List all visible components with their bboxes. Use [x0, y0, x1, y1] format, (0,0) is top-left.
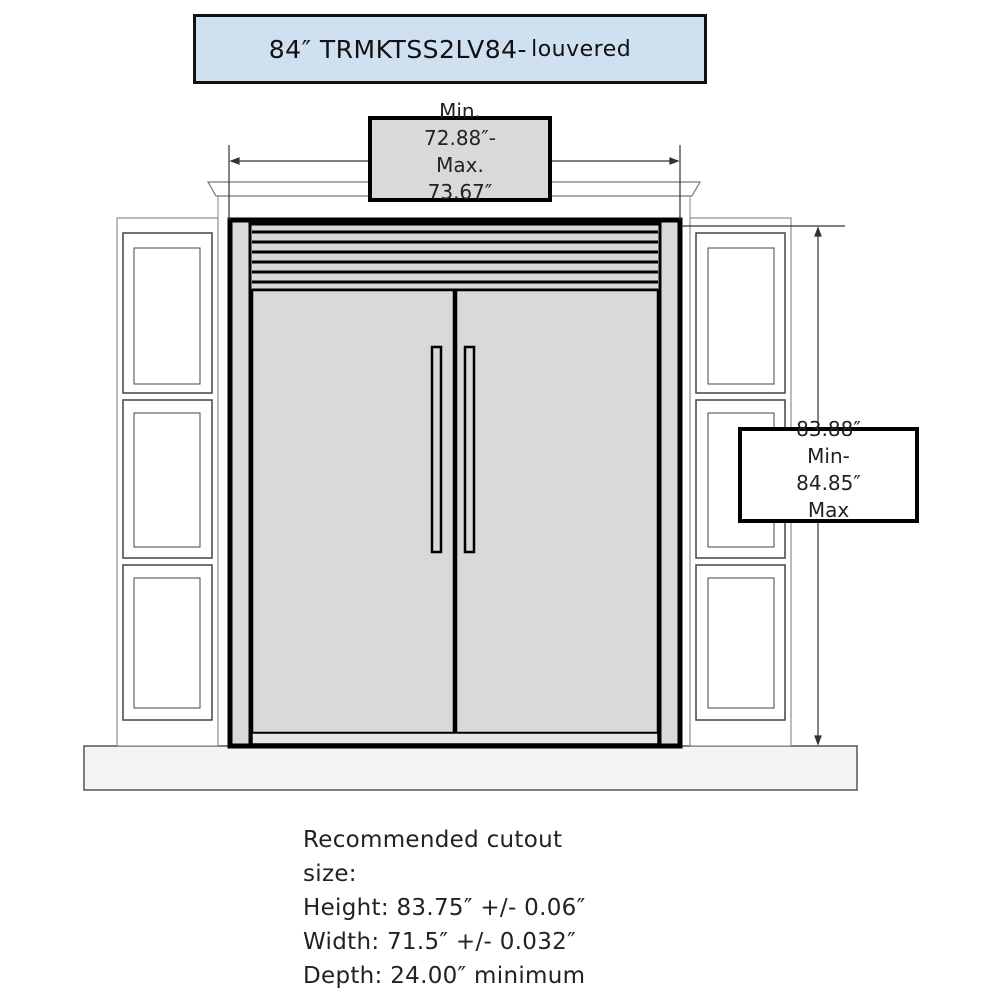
left-door: [250, 288, 456, 735]
cutout-width: Width: 71.5″ +/- 0.032″: [303, 929, 576, 955]
kick-plate: [251, 732, 659, 745]
height-line: Max: [807, 498, 850, 522]
width-line: 73.67″: [427, 180, 493, 204]
cutout-height: Height: 83.75″ +/- 0.06″: [303, 895, 586, 921]
left-door-handle: [430, 345, 443, 554]
model-variant: louvered: [531, 36, 632, 62]
width-dimension-box: [368, 116, 552, 202]
base-platform: [83, 745, 858, 791]
height-line: 84.85″: [796, 471, 861, 495]
height-dimension-line: [682, 225, 845, 746]
cutout-depth: Depth: 24.00″ minimum: [303, 963, 586, 989]
height-dimension-box: [738, 427, 919, 523]
model-number: 84″ TRMKTSS2LV84-: [268, 34, 528, 64]
right-door-handle: [463, 345, 476, 554]
cutout-notes: Recommended cutout size: Height: 83.75″ …: [303, 823, 585, 993]
notes-heading: Recommended cutout: [303, 827, 563, 853]
width-line: Min.: [439, 99, 481, 123]
width-dimension-label: Min. 72.88″- Max. 73.67″: [368, 98, 552, 206]
model-title-banner: 84″ TRMKTSS2LV84- louvered: [193, 14, 707, 84]
left-cabinet: [116, 217, 219, 747]
refrigerator: [227, 217, 683, 749]
height-dimension-label: 83.88″ Min- 84.85″ Max: [738, 416, 919, 524]
height-line: Min-: [807, 444, 850, 468]
height-line: 83.88″: [796, 417, 861, 441]
width-line: Max.: [436, 153, 484, 177]
notes-heading-cont: size:: [303, 861, 357, 887]
width-line: 72.88″-: [424, 126, 496, 150]
louvered-grille: [252, 230, 658, 292]
right-door: [454, 288, 660, 735]
